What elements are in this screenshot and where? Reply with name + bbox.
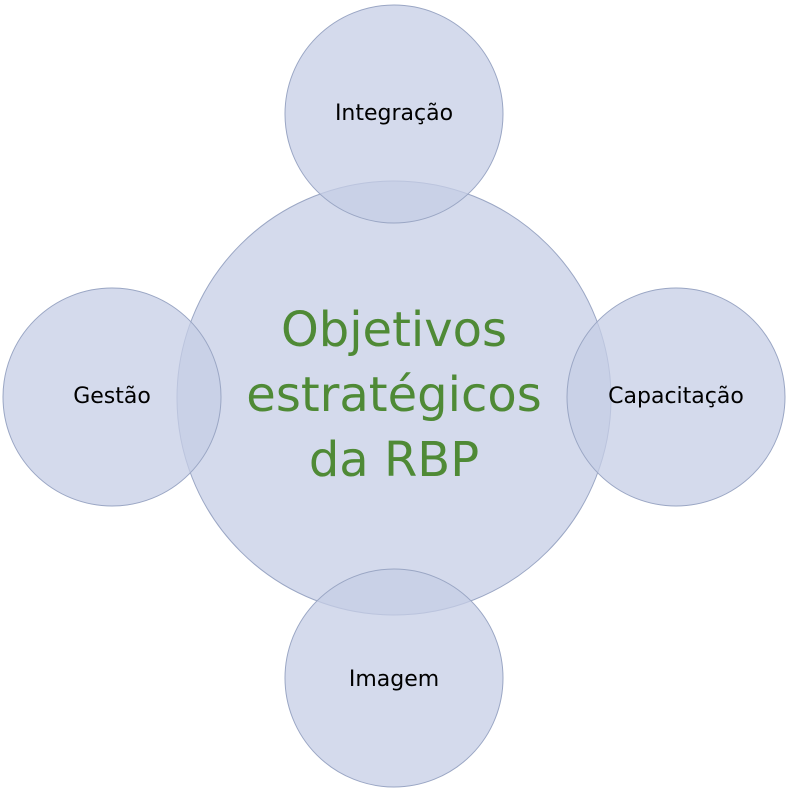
satellite-label-bottom: Imagem: [349, 667, 439, 692]
circle-right: [566, 287, 786, 507]
center-label-line-2: estratégicos: [246, 367, 541, 423]
satellite-label-right: Capacitação: [608, 384, 744, 409]
circle-left: [2, 287, 222, 507]
satellite-label-top: Integração: [335, 101, 453, 126]
circles-layer: [2, 4, 786, 788]
circle-top: [284, 4, 504, 224]
satellite-label-left: Gestão: [73, 384, 151, 409]
center-label-line-3: da RBP: [309, 432, 479, 488]
center-label-line-1: Objetivos: [281, 302, 507, 358]
circle-bottom: [284, 568, 504, 788]
center-label: Objetivos estratégicos da RBP: [246, 302, 541, 488]
